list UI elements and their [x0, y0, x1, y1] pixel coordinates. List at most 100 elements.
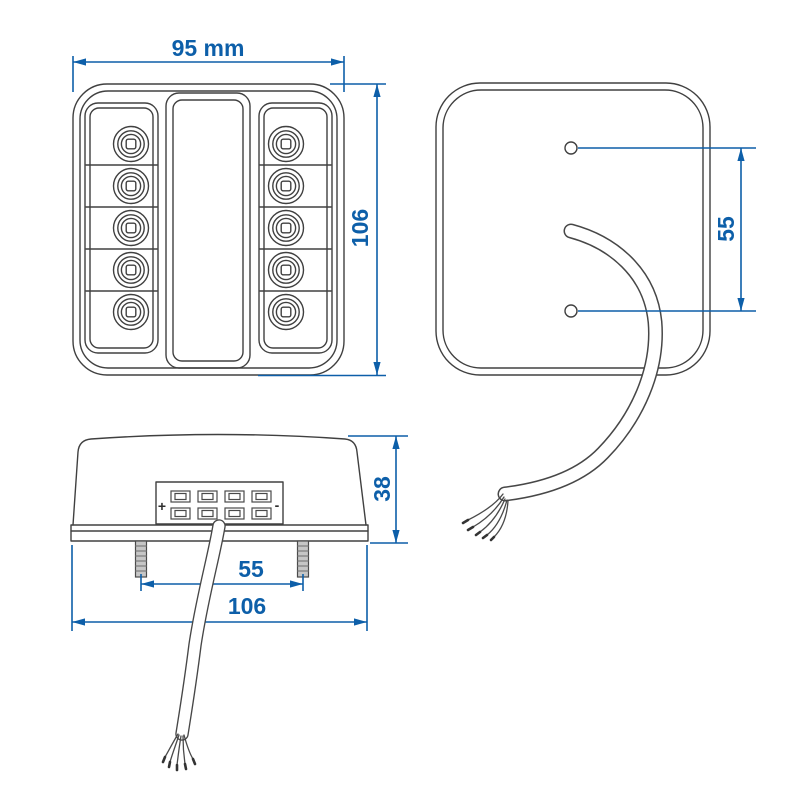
- led-ring-mid: [272, 130, 300, 158]
- back-cable: [461, 223, 663, 542]
- wire: [176, 735, 182, 766]
- dimension-front-height: 106: [258, 83, 386, 377]
- wire: [183, 734, 194, 760]
- dimension-back-hole-spacing: 55: [578, 147, 756, 312]
- led-light: [112, 167, 150, 205]
- led-ring-outer: [267, 251, 305, 289]
- arrowhead-down: [392, 530, 400, 543]
- led-ring-outer: [267, 209, 305, 247]
- dimension-stud-spacing: 55: [140, 556, 304, 591]
- led-chip: [280, 138, 292, 150]
- arrowhead-up: [737, 148, 745, 161]
- arrowhead-right: [331, 58, 344, 66]
- positive-terminal-label: +: [158, 498, 166, 514]
- pin: [170, 490, 191, 503]
- stud-spacing-label: 55: [238, 556, 264, 582]
- pin-inner: [228, 509, 241, 518]
- led-ring-mid: [117, 130, 145, 158]
- right-column-outline: [258, 102, 333, 354]
- led-ring-outer: [267, 293, 305, 331]
- led-ring-mid: [117, 256, 145, 284]
- center-panel-outline: [165, 92, 251, 369]
- wire: [164, 733, 179, 758]
- pin-inner: [228, 492, 241, 501]
- wire-tip: [183, 762, 188, 771]
- wire: [472, 496, 505, 528]
- pin-inner: [201, 509, 214, 518]
- dimension-side-width: 106: [71, 545, 368, 631]
- led-ring-mid: [272, 214, 300, 242]
- mounting-hole-top: [564, 141, 578, 155]
- front-center-panel: [165, 92, 251, 369]
- side-body-outline: [72, 433, 367, 526]
- led-ring-mid: [117, 172, 145, 200]
- side-cable: [161, 519, 226, 772]
- led-chip: [125, 264, 137, 276]
- led-ring-inner: [120, 175, 142, 197]
- led-ring-inner: [120, 259, 142, 281]
- led-ring-outer: [112, 125, 150, 163]
- led-ring-outer: [112, 293, 150, 331]
- side-height-label: 38: [369, 476, 395, 502]
- led-ring-mid: [117, 298, 145, 326]
- stripped-wires: [461, 493, 509, 542]
- pin: [224, 507, 245, 520]
- led-ring-outer: [267, 125, 305, 163]
- wire-tip: [474, 530, 482, 537]
- led-chip: [280, 222, 292, 234]
- back-hole-spacing-label: 55: [713, 216, 739, 242]
- led-light: [112, 251, 150, 289]
- wire-tip: [481, 533, 489, 540]
- led-light: [267, 167, 305, 205]
- front-body-outline: [72, 83, 345, 376]
- led-light: [112, 209, 150, 247]
- pin-inner: [174, 509, 187, 518]
- stud-threads: [135, 545, 147, 572]
- side-width-label: 106: [228, 593, 266, 619]
- led-ring-mid: [272, 298, 300, 326]
- led-ring-outer: [112, 209, 150, 247]
- led-ring-outer: [112, 167, 150, 205]
- right-column-inner-outline: [263, 107, 328, 349]
- cable-body: [499, 225, 662, 500]
- wire-tip: [191, 757, 197, 766]
- front-right-column: [258, 102, 333, 354]
- back-body-inner-outline: [442, 89, 704, 369]
- pin: [251, 490, 272, 503]
- stripped-wires: [161, 733, 197, 772]
- led-ring-inner: [275, 217, 297, 239]
- led-ring-inner: [275, 301, 297, 323]
- arrowhead-right: [290, 580, 303, 588]
- left-column-inner-outline: [89, 107, 154, 349]
- led-ring-outer: [112, 251, 150, 289]
- arrowhead-left: [141, 580, 154, 588]
- wire: [486, 499, 508, 536]
- pin: [197, 490, 218, 503]
- left-column-outline: [84, 102, 159, 354]
- mounting-stud-left: [134, 540, 148, 578]
- led-ring-mid: [272, 172, 300, 200]
- led-chip: [280, 264, 292, 276]
- led-light: [267, 293, 305, 331]
- arrowhead-up: [373, 84, 381, 97]
- pin: [197, 507, 218, 520]
- cable-body: [176, 520, 225, 740]
- led-chip: [280, 180, 292, 192]
- arrowhead-right: [354, 618, 367, 626]
- front-width-label: 95 mm: [172, 35, 245, 61]
- front-height-label: 106: [347, 209, 373, 247]
- wire: [467, 493, 504, 521]
- led-light: [267, 125, 305, 163]
- led-ring-mid: [117, 214, 145, 242]
- negative-terminal-label: -: [275, 497, 280, 513]
- wire-tip: [489, 535, 496, 542]
- pin-inner: [174, 492, 187, 501]
- connector-outline: [155, 481, 284, 525]
- wire: [169, 734, 180, 763]
- wire-tip: [167, 760, 172, 769]
- dimension-front-width: 95 mm: [72, 35, 345, 92]
- led-ring-inner: [275, 133, 297, 155]
- led-light: [267, 251, 305, 289]
